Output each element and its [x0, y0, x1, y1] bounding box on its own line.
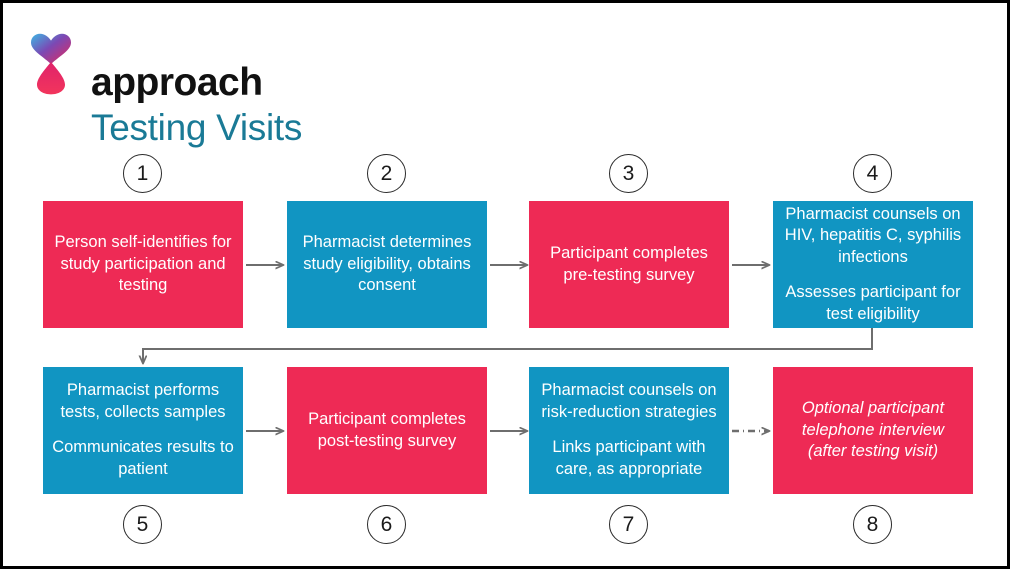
step-number-2: 2: [367, 154, 406, 193]
step-number-4: 4: [853, 154, 892, 193]
step-5-paragraph-2: Communicates results to patient: [52, 438, 234, 478]
step-4-paragraph-2: Assesses participant for test eligibilit…: [785, 282, 961, 323]
step-number-7: 7: [609, 505, 648, 544]
heart-droplet-logo-icon: [29, 33, 75, 95]
step-6-paragraph-1: Participant completes post-testing surve…: [308, 409, 466, 450]
step-7-paragraph-1: Pharmacist counsels on risk-reduction st…: [541, 381, 717, 422]
step-box-1[interactable]: Person self-identifies for study partici…: [43, 201, 243, 328]
arrow-step4-to-step5: [143, 328, 873, 363]
step-7-paragraph-2: Links participant with care, as appropri…: [552, 438, 706, 478]
step-2-paragraph-1: Pharmacist determines study eligibility,…: [302, 232, 472, 295]
brand-name: approach: [91, 61, 263, 104]
brand-header: approach Testing Visits: [29, 31, 369, 146]
step-number-1: 1: [123, 154, 162, 193]
step-number-8: 8: [853, 505, 892, 544]
step-box-7[interactable]: Pharmacist counsels on risk-reduction st…: [529, 367, 729, 494]
step-4-paragraph-1: Pharmacist counsels on HIV, hepatitis C,…: [784, 204, 962, 267]
step-5-paragraph-1: Pharmacist performs tests, collects samp…: [60, 381, 226, 422]
brand-subtitle: Testing Visits: [91, 107, 303, 148]
step-box-2[interactable]: Pharmacist determines study eligibility,…: [287, 201, 487, 328]
step-number-6: 6: [367, 505, 406, 544]
step-1-paragraph-1: Person self-identifies for study partici…: [54, 232, 232, 295]
step-box-8[interactable]: Optional participant telephone interview…: [773, 367, 973, 494]
step-8-paragraph-1: Optional participant telephone interview…: [801, 398, 945, 461]
step-3-paragraph-1: Participant completes pre-testing survey: [550, 243, 708, 284]
step-box-5[interactable]: Pharmacist performs tests, collects samp…: [43, 367, 243, 494]
step-box-6[interactable]: Participant completes post-testing surve…: [287, 367, 487, 494]
step-box-3[interactable]: Participant completes pre-testing survey: [529, 201, 729, 328]
step-number-5: 5: [123, 505, 162, 544]
step-box-4[interactable]: Pharmacist counsels on HIV, hepatitis C,…: [773, 201, 973, 328]
step-number-3: 3: [609, 154, 648, 193]
